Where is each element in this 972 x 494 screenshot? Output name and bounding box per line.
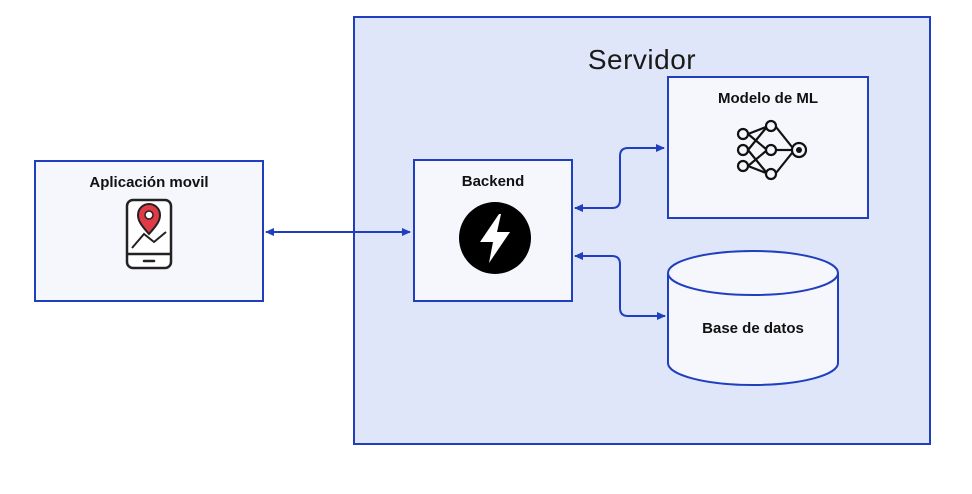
neural-network-icon <box>736 119 808 181</box>
lightning-bolt-icon <box>459 202 531 274</box>
mobile-map-pin-icon <box>125 198 173 270</box>
mobile-app-node: Aplicación movil <box>34 160 264 302</box>
database-cylinder <box>667 250 839 386</box>
backend-ml-connector <box>574 144 665 212</box>
backend-title: Backend <box>461 173 525 190</box>
database-title: Base de datos <box>702 320 804 337</box>
ml-model-node: Modelo de ML <box>667 76 869 219</box>
backend-node: Backend <box>413 159 573 302</box>
server-title: Servidor <box>587 44 697 75</box>
backend-database-connector <box>574 252 666 320</box>
ml-model-title: Modelo de ML <box>718 90 818 107</box>
mobile-app-title: Aplicación movil <box>89 174 209 191</box>
